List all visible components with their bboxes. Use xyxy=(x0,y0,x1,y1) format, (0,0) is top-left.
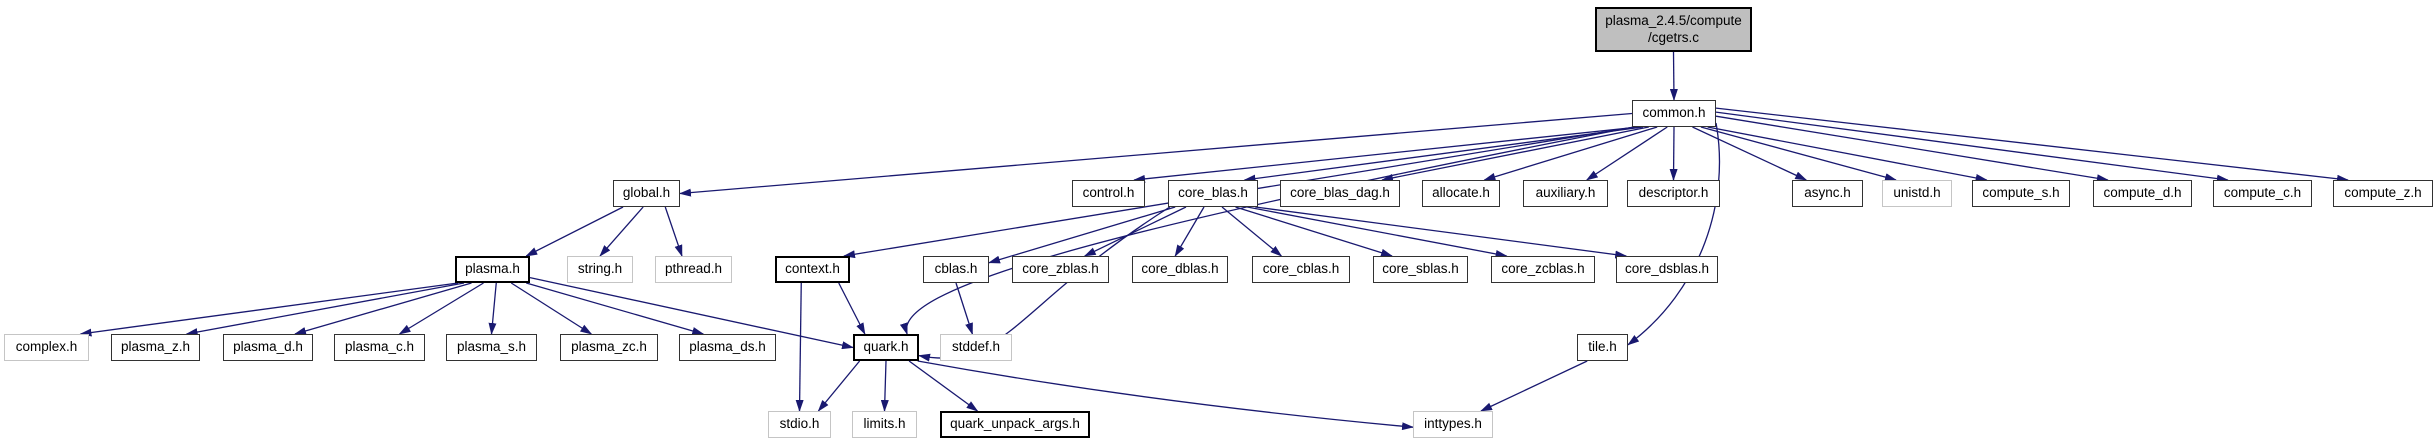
edge-core_blas-core_dblas xyxy=(1174,206,1205,257)
node-allocate[interactable]: allocate.h xyxy=(1422,180,1500,207)
node-plasma_d[interactable]: plasma_d.h xyxy=(223,334,313,361)
node-core_zcblas[interactable]: core_zcblas.h xyxy=(1491,256,1595,283)
edge-global-string xyxy=(599,206,644,257)
edge-common-auxiliary xyxy=(1585,126,1668,181)
edge-quark-inttypes xyxy=(917,360,1414,431)
node-descriptor[interactable]: descriptor.h xyxy=(1627,180,1720,207)
node-control[interactable]: control.h xyxy=(1072,180,1145,207)
edge-common-global xyxy=(679,112,1633,197)
edge-core_blas-core_dsblas xyxy=(1255,206,1628,259)
node-quark_unpack_args[interactable]: quark_unpack_args.h xyxy=(940,411,1090,438)
edge-plasma-plasma_c xyxy=(398,282,484,335)
node-unistd: unistd.h xyxy=(1882,180,1952,207)
node-tile[interactable]: tile.h xyxy=(1577,334,1628,361)
edge-common-tile xyxy=(1627,122,1721,346)
node-core_dsblas[interactable]: core_dsblas.h xyxy=(1616,256,1718,283)
edge-plasma-quark xyxy=(529,276,854,350)
edge-plasma-plasma_z xyxy=(185,282,465,336)
edge-global-pthread xyxy=(664,206,683,257)
node-plasma[interactable]: plasma.h xyxy=(455,256,530,283)
node-compute_d[interactable]: compute_d.h xyxy=(2093,180,2192,207)
edge-core_blas-core_zcblas xyxy=(1247,206,1508,258)
edge-core_blas-core_cblas xyxy=(1221,206,1283,257)
node-global[interactable]: global.h xyxy=(613,180,680,207)
node-plasma_c[interactable]: plasma_c.h xyxy=(334,334,425,361)
edge-core_blas-core_zblas xyxy=(1083,206,1187,257)
edge-quark-limits xyxy=(880,360,889,412)
node-common[interactable]: common.h xyxy=(1632,100,1716,127)
edge-cgetrs-common xyxy=(1669,51,1678,101)
node-core_zblas[interactable]: core_zblas.h xyxy=(1012,256,1109,283)
edge-tile-inttypes xyxy=(1480,360,1588,412)
node-inttypes: inttypes.h xyxy=(1413,411,1493,438)
node-limits: limits.h xyxy=(852,411,917,438)
node-plasma_ds[interactable]: plasma_ds.h xyxy=(679,334,776,361)
node-compute_z[interactable]: compute_z.h xyxy=(2333,180,2433,207)
edge-plasma-plasma_d xyxy=(294,282,472,335)
edge-core_blas-cblas xyxy=(988,206,1176,264)
node-compute_s[interactable]: compute_s.h xyxy=(1972,180,2070,207)
edge-cblas-stddef xyxy=(955,282,974,335)
node-core_blas[interactable]: core_blas.h xyxy=(1168,180,1258,207)
node-core_cblas[interactable]: core_cblas.h xyxy=(1252,256,1350,283)
edge-common-unistd xyxy=(1700,126,1897,181)
node-pthread: pthread.h xyxy=(655,256,732,283)
edge-common-quark xyxy=(899,126,1634,335)
node-stdio: stdio.h xyxy=(768,411,831,438)
edge-quark-stdio xyxy=(817,360,861,412)
edge-common-descriptor xyxy=(1669,126,1678,181)
edge-common-async xyxy=(1692,126,1808,181)
edge-plasma-plasma_s xyxy=(488,282,497,335)
edge-common-allocate xyxy=(1483,126,1658,181)
node-plasma_zc[interactable]: plasma_zc.h xyxy=(560,334,658,361)
node-async[interactable]: async.h xyxy=(1792,180,1863,207)
edge-common-compute_z xyxy=(1715,107,2349,183)
edge-context-stdio xyxy=(795,282,804,412)
node-plasma_z[interactable]: plasma_z.h xyxy=(111,334,200,361)
edge-common-compute_c xyxy=(1715,111,2229,183)
node-context[interactable]: context.h xyxy=(775,256,850,283)
edge-plasma-plasma_ds xyxy=(526,282,705,335)
edge-common-compute_d xyxy=(1715,115,2109,183)
edge-common-core_blas_dag xyxy=(1381,126,1649,182)
node-quark[interactable]: quark.h xyxy=(853,334,919,361)
node-auxiliary[interactable]: auxiliary.h xyxy=(1523,180,1608,207)
edge-common-compute_s xyxy=(1707,126,1988,182)
node-plasma_s[interactable]: plasma_s.h xyxy=(446,334,537,361)
node-core_sblas[interactable]: core_sblas.h xyxy=(1373,256,1468,283)
node-cgetrs: plasma_2.4.5/compute /cgetrs.c xyxy=(1595,7,1752,52)
edge-common-control xyxy=(1133,126,1639,183)
node-core_blas_dag[interactable]: core_blas_dag.h xyxy=(1280,180,1400,207)
node-core_dblas[interactable]: core_dblas.h xyxy=(1132,256,1228,283)
node-stddef: stddef.h xyxy=(940,334,1012,361)
edge-context-quark xyxy=(838,282,866,335)
edge-quark-quark_unpack_args xyxy=(908,360,979,412)
node-complex: complex.h xyxy=(4,334,89,361)
node-cblas[interactable]: cblas.h xyxy=(923,256,989,283)
edge-core_blas-core_sblas xyxy=(1235,206,1393,257)
edge-global-plasma xyxy=(525,206,624,257)
edge-plasma-plasma_zc xyxy=(510,282,593,335)
node-string: string.h xyxy=(567,256,633,283)
edge-common-core_blas xyxy=(1243,126,1644,183)
node-compute_c[interactable]: compute_c.h xyxy=(2213,180,2312,207)
edge-plasma-complex xyxy=(79,282,459,337)
